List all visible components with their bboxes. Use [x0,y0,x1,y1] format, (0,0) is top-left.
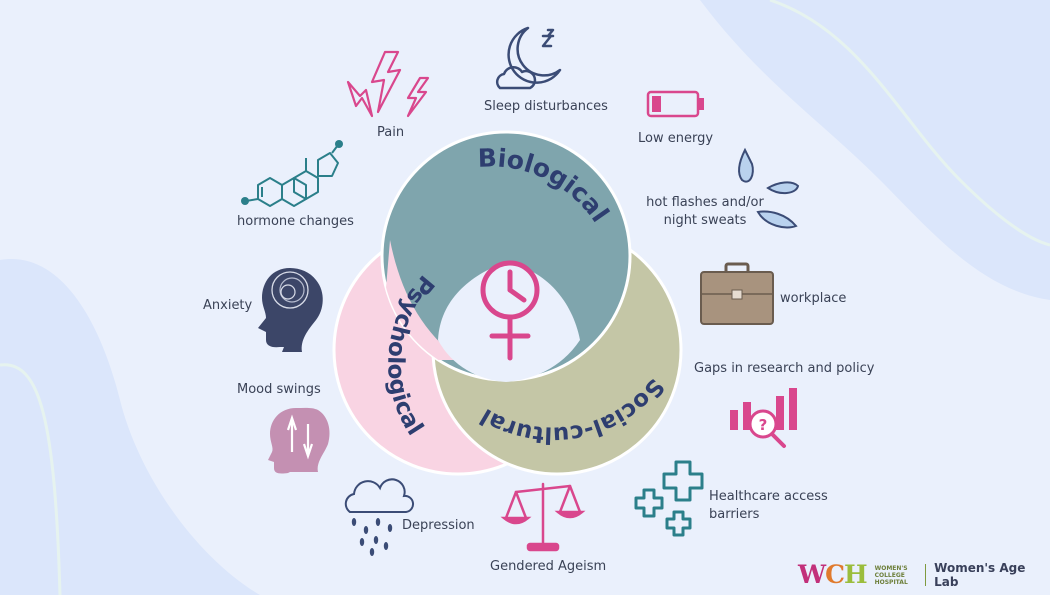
molecule-icon [245,144,339,207]
rain-drops-icon [351,518,393,556]
label-mood: Mood swings [237,382,321,397]
logo-lab-name: Women's Age Lab [934,561,1026,589]
label-sleep: Sleep disturbances [484,99,608,114]
label-healthcare-line-2: barriers [709,507,760,522]
label-hot-flashes-line-2: night sweats [663,213,747,228]
logo-divider [925,564,927,586]
scales-icon [500,482,586,552]
background-blob-top-right [700,0,1050,300]
medical-crosses-icon [634,460,704,537]
label-ageism: Gendered Ageism [490,559,607,574]
logo-sub-line-3: HOSPITAL [874,578,908,586]
molecule-node [241,197,249,205]
logo-sub-line-1: WOMEN'S [874,564,908,572]
logo-mark-w: W [798,560,826,589]
anxious-head-icon [258,268,323,352]
logo-sub-line-2: COLLEGE [874,571,905,579]
female-clock-icon [480,260,540,361]
label-pain: Pain [377,125,405,140]
background-curve-line-top [769,0,1050,247]
wch-logo: WCH WOMEN'S COLLEGE HOSPITAL Women's Age… [798,560,1050,589]
lightning-bolts-icon [346,50,430,118]
logo-mark-c: C [825,560,845,589]
briefcase-icon [700,262,774,325]
label-workplace: workplace [780,291,847,306]
logo-mark: WCH [798,560,868,589]
label-hormone: hormone changes [237,214,354,229]
background-curve-line [0,363,62,595]
label-healthcare-line-1: Healthcare access [709,489,828,504]
molecule-node [335,140,343,148]
label-healthcare: Healthcare access barriers [709,488,828,524]
label-low-energy: Low energy [638,131,714,146]
logo-mark-h: H [843,560,868,589]
low-battery-icon [646,90,704,118]
label-depression: Depression [402,518,475,533]
research-chart-icon: ? [730,388,797,448]
mood-swings-head-icon [268,407,330,474]
background-blob-bottom-left [0,259,260,595]
label-hot-flashes: hot flashes and/or night sweats [642,194,768,230]
logo-hospital-name: WOMEN'S COLLEGE HOSPITAL [875,565,918,586]
label-anxiety: Anxiety [203,298,253,313]
rain-cloud-icon [344,478,415,513]
sweat-drops-icon [737,147,800,229]
moon-cloud-icon [495,26,562,90]
label-hot-flashes-line-1: hot flashes and/or [646,195,764,210]
label-gaps: Gaps in research and policy [694,361,875,376]
svg-text:?: ? [759,416,768,434]
